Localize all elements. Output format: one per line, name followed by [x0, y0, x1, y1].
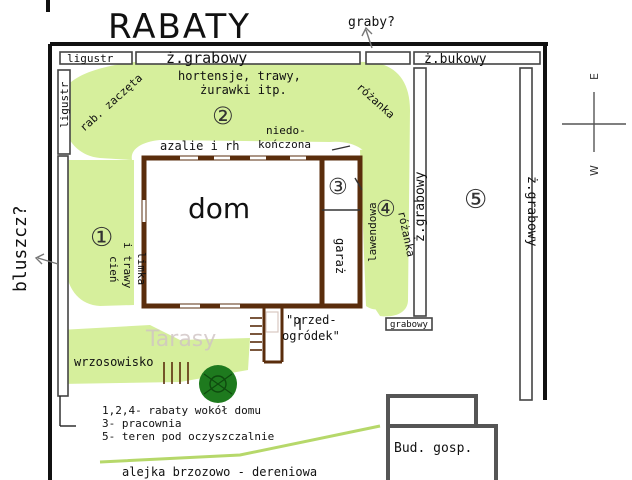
bed-4-right: [360, 149, 390, 310]
label-grabowy-mid: ż.grabowy: [413, 171, 428, 242]
legend-line-2: 3- pracownia: [102, 417, 181, 430]
hedge-left-lower: [57, 155, 69, 397]
hedges: [57, 51, 541, 401]
label-przedogrodek-2: ogródek": [282, 329, 340, 343]
zone-number-4: ④: [376, 197, 396, 222]
label-graby: graby?: [348, 15, 395, 30]
label-lawendowa: lawendowa: [366, 202, 379, 262]
hedge-grabowy-right: [519, 67, 533, 401]
label-alejka: alejka brzozowo - dereniowa: [122, 465, 317, 479]
label-hortensje: hortensje, trawy,: [178, 69, 301, 83]
label-dom: dom: [188, 192, 250, 225]
label-tarasy: Tarasy: [145, 327, 216, 352]
label-konczona: kończona: [258, 138, 311, 151]
tree: [199, 365, 237, 403]
label-limka: limka: [135, 252, 148, 285]
terrace-stairs: [163, 317, 262, 384]
label-cien: cień: [107, 256, 120, 283]
zone-number-3: ③: [328, 175, 348, 200]
compass-w: W: [588, 165, 601, 176]
terrace-steps-white: [265, 311, 279, 333]
hedge-ligustr-top: [59, 51, 133, 65]
label-grabowy-top: ż.grabowy: [166, 49, 247, 67]
arrows: [34, 26, 373, 265]
label-przedogrodek-1: "przed-: [286, 313, 337, 327]
label-azalie: azalie i rh: [160, 139, 239, 153]
hedge-grabowy-top: [135, 51, 361, 65]
page-title: RABATY: [108, 7, 251, 47]
birch-alley-path: [99, 424, 381, 464]
label-ligustr-top: ligustr: [67, 52, 114, 65]
label-grabowy-small: grabowy: [390, 320, 429, 330]
label-wrzosowisko: wrzosowisko: [74, 355, 153, 369]
zone-number-2: ②: [212, 102, 234, 130]
graby-arrow: [361, 26, 373, 49]
compass-e: E: [588, 73, 601, 80]
bed-2-ring: [62, 59, 410, 317]
bed-wrzosowisko: [60, 325, 250, 384]
label-grabowy-right: ż.grabowy: [524, 176, 539, 247]
legend-line-1: 1,2,4- rabaty wokół domu: [102, 404, 261, 417]
garage-markings: [322, 145, 363, 211]
outbuilding: [386, 394, 498, 480]
bed-1-left: [66, 160, 134, 306]
hedge-grabowy-mid: [413, 67, 427, 317]
fence-lines: [59, 318, 301, 427]
label-zurawki: żurawki itp.: [200, 83, 287, 97]
hedge-grabowy-small: [385, 317, 433, 331]
compass: [562, 92, 626, 152]
legend-line-3: 5- teren pod oczyszczalnie: [102, 430, 274, 443]
label-bukowy: ż.bukowy: [424, 52, 487, 67]
bluszcz-arrow: [34, 253, 59, 265]
label-i-trawy: i trawy: [121, 242, 134, 289]
terrace-steps: [262, 306, 284, 364]
house-windows: [142, 156, 306, 308]
label-niedo: niedo-: [266, 124, 306, 137]
label-ligustr-left: ligustr: [58, 81, 71, 128]
zone-number-1: ①: [90, 223, 113, 253]
label-garaz: garaż: [333, 238, 347, 274]
label-bud-gosp: Bud. gosp.: [394, 441, 472, 456]
hedge-ligustr-left: [57, 69, 71, 155]
label-bluszcz: bluszcz?: [10, 205, 31, 292]
planting-beds: [60, 59, 410, 384]
hedge-bukowy: [413, 51, 541, 65]
hedge-top-small: [365, 51, 411, 65]
zone-number-5: ⑤: [464, 185, 487, 215]
